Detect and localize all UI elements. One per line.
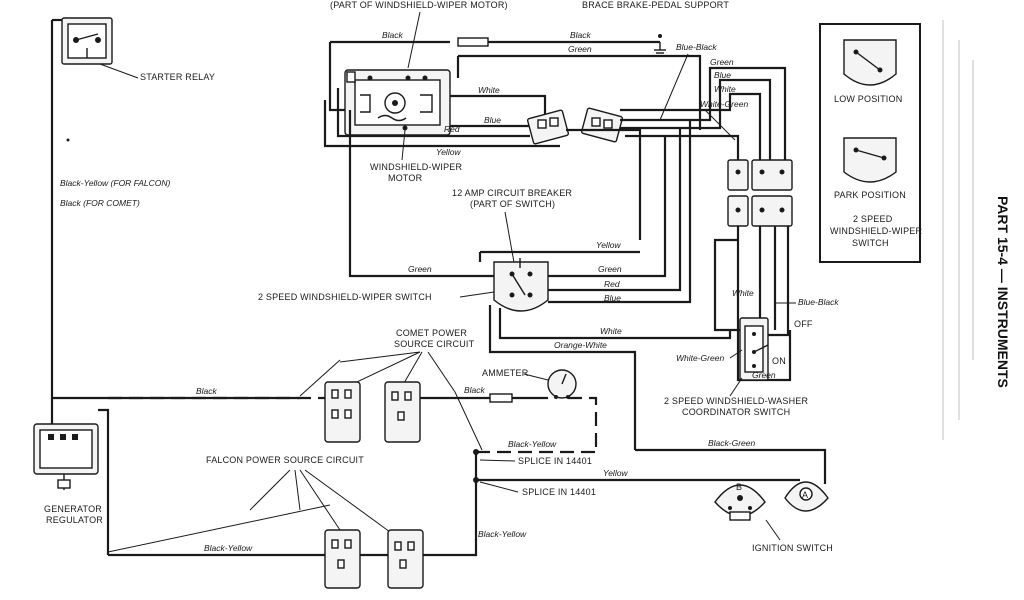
wiper-motor-label-1: WINDSHIELD-WIPER [370, 162, 463, 172]
ignition-switch [714, 481, 829, 521]
windshield-wiper-motor [344, 69, 451, 136]
wire-black-yellow-falcon: Black-Yellow (FOR FALCON) [60, 178, 171, 188]
wire-yellow-motor: Yellow [436, 147, 461, 157]
wire-orange-white: Orange-White [554, 340, 607, 350]
wire-black-yellow-falcon-right: Black-Yellow [478, 529, 527, 539]
wire-black-ammeter: Black [464, 385, 486, 395]
side-heading: PART 15-4 — INSTRUMENTS [995, 196, 1011, 388]
legend-low-position: LOW POSITION [834, 94, 902, 104]
title-partial-right: BRACE BRAKE-PEDAL SUPPORT [582, 0, 729, 10]
windshield-wiper-switch [493, 258, 549, 312]
wire-green-top: Green [568, 44, 592, 54]
coordinator-label-1: 2 SPEED WINDSHIELD-WASHER [664, 396, 808, 406]
legend-park-position: PARK POSITION [834, 190, 906, 200]
wire-black-comet-bus: Black [196, 386, 218, 396]
coordinator-label-2: COORDINATOR SWITCH [682, 407, 790, 417]
comet-power-label-2: SOURCE CIRCUIT [394, 339, 475, 349]
ammeter [547, 369, 577, 399]
circuit-breaker-label-1: 12 AMP CIRCUIT BREAKER [452, 188, 572, 198]
legend-caption-2: WINDSHIELD-WIPER [830, 226, 923, 236]
wire-yellow-cb: Yellow [596, 240, 621, 250]
wire-blue-sw: Blue [604, 293, 621, 303]
falcon-connector-right [387, 529, 424, 589]
wire-white-motor: White [478, 85, 500, 95]
wire-white-coord: White [732, 288, 754, 298]
comet-connector-left [324, 381, 361, 443]
wire-green-coord: Green [752, 370, 776, 380]
wiper-motor-label-2: MOTOR [388, 173, 423, 183]
falcon-power-label: FALCON POWER SOURCE CIRCUIT [206, 455, 364, 465]
ignition-terminal-a: A [802, 490, 808, 500]
wire-green-sw-right: Green [598, 264, 622, 274]
legend-box [819, 23, 921, 263]
generator-regulator [33, 423, 99, 490]
ignition-terminal-b: B [736, 482, 742, 492]
starter-relay [61, 17, 113, 65]
coord-off-label: OFF [794, 319, 813, 329]
circuit-breaker-label-2: (PART OF SWITCH) [470, 199, 555, 209]
wire-white-green-coord: White-Green [676, 353, 724, 363]
wire-black-top: Black [382, 30, 404, 40]
wire-black-comet: Black (FOR COMET) [60, 198, 140, 208]
title-partial-left: (PART OF WINDSHIELD-WIPER MOTOR) [330, 0, 508, 10]
wire-green-sw-left: Green [408, 264, 432, 274]
wire-black-yellow-falcon-left: Black-Yellow [204, 543, 253, 553]
washer-coordinator-switch [739, 317, 769, 381]
wiper-switch-label: 2 SPEED WINDSHIELD-WIPER SWITCH [258, 292, 432, 302]
wire-black-top-right: Black [570, 30, 592, 40]
wire-blue-r: Blue [714, 70, 731, 80]
comet-power-label-1: COMET POWER [396, 328, 467, 338]
coord-on-label: ON [772, 356, 786, 366]
generator-regulator-label-1: GENERATOR [44, 504, 102, 514]
starter-relay-label: STARTER RELAY [140, 72, 215, 82]
wire-blue-black-coord: Blue-Black [798, 297, 839, 307]
wire-yellow-ign: Yellow [603, 468, 628, 478]
wire-blue-black-top: Blue-Black [676, 42, 717, 52]
wire-black-green-ign: Black-Green [708, 438, 756, 448]
comet-connector-right [384, 381, 421, 443]
wire-blue-motor: Blue [484, 115, 501, 125]
falcon-connector-left [324, 529, 361, 589]
wire-black-yellow-splice: Black-Yellow [508, 439, 557, 449]
generator-regulator-label-2: REGULATOR [46, 515, 103, 525]
splice-1-label: SPLICE IN 14401 [518, 456, 592, 466]
motor-connector-left [526, 109, 570, 145]
splice-2-label: SPLICE IN 14401 [522, 487, 596, 497]
legend-caption-1: 2 SPEED [853, 214, 893, 224]
bleed-through-marks [942, 20, 974, 440]
connector-column [727, 159, 793, 227]
wire-green-r: Green [710, 57, 734, 67]
wire-red-sw: Red [604, 279, 620, 289]
ignition-switch-label: IGNITION SWITCH [752, 543, 833, 553]
ammeter-label: AMMETER [482, 368, 529, 378]
motor-connector-right [580, 107, 624, 143]
wire-white-sw: White [600, 326, 622, 336]
legend-caption-3: SWITCH [852, 238, 889, 248]
wire-white-green-r: White-Green [700, 99, 748, 109]
wire-red-motor: Red [444, 124, 460, 134]
wire-white-r: White [714, 84, 736, 94]
